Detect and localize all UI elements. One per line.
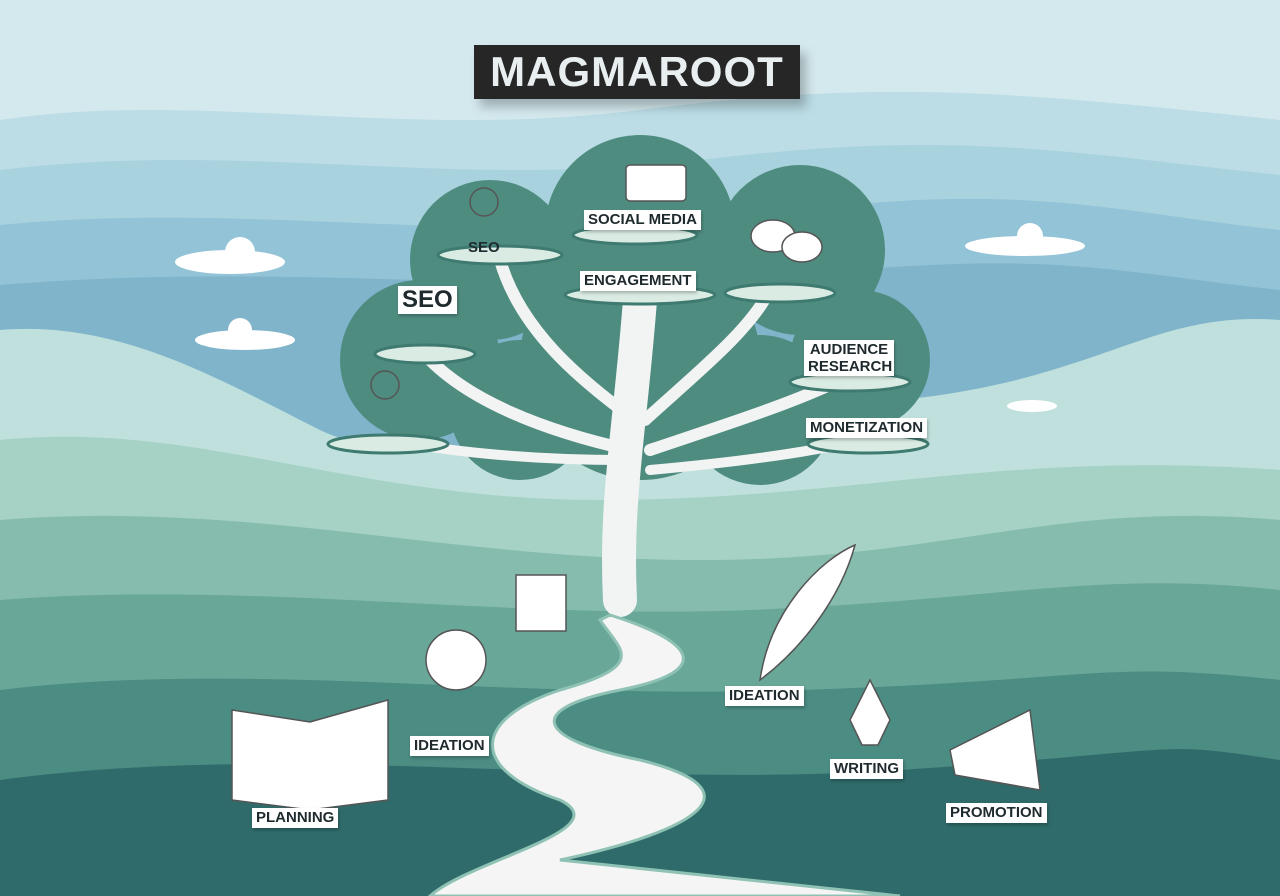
lightbulb-icon bbox=[425, 629, 487, 691]
label-writing: WRITING bbox=[830, 759, 903, 779]
feather-icon bbox=[759, 543, 857, 682]
brand-title: MAGMAROOT bbox=[474, 45, 800, 99]
label-ideation-bulb: IDEATION bbox=[410, 736, 489, 756]
document-icon bbox=[515, 574, 567, 632]
megaphone-icon bbox=[949, 708, 1041, 791]
people-icon bbox=[370, 370, 400, 400]
speech-bubble-icon bbox=[625, 164, 687, 202]
clouds bbox=[175, 223, 1085, 412]
label-seo-big: SEO bbox=[398, 286, 457, 314]
pen-nib-icon bbox=[849, 678, 891, 746]
label-ideation-feather: IDEATION bbox=[725, 686, 804, 706]
label-social-media: SOCIAL MEDIA bbox=[584, 210, 701, 230]
winding-path bbox=[427, 613, 901, 896]
label-monetization: MONETIZATION bbox=[806, 418, 928, 438]
label-planning: PLANNING bbox=[252, 808, 339, 828]
label-seo-top: SEO bbox=[468, 239, 500, 256]
label-audience-research: AUDIENCE RESEARCH bbox=[804, 340, 894, 376]
label-promotion: PROMOTION bbox=[946, 803, 1047, 823]
book-icon bbox=[231, 699, 389, 811]
magnifier-icon bbox=[469, 187, 499, 217]
label-engagement: ENGAGEMENT bbox=[580, 271, 696, 291]
icons bbox=[231, 164, 1041, 811]
